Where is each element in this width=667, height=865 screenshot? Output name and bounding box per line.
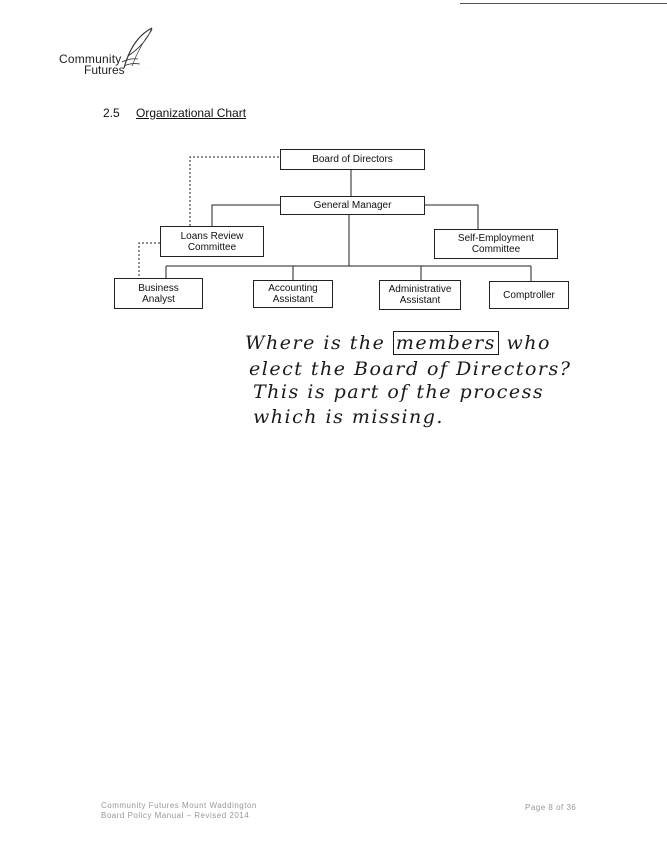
logo-futures: Futures xyxy=(84,63,125,77)
section-number: 2.5 xyxy=(103,106,120,120)
board-of-directors-box: Board of Directors xyxy=(280,149,425,170)
handwritten-note-line4: which is missing. xyxy=(253,406,444,428)
logo-tagline: · · · · · · xyxy=(126,66,154,72)
administrative-assistant-line2: Assistant xyxy=(399,295,441,306)
footer-manual: Board Policy Manual – Revised 2014 xyxy=(101,811,250,820)
footer-page-number: Page 8 of 36 xyxy=(525,803,577,812)
business-analyst-line2: Analyst xyxy=(142,293,175,305)
loans-review-line2: Committee xyxy=(187,241,237,253)
feather-swoosh-icon xyxy=(121,27,153,69)
comptroller-box: Comptroller xyxy=(489,281,569,309)
handwritten-note-line1: Where is the members who xyxy=(245,331,551,355)
section-title: Organizational Chart xyxy=(136,106,247,120)
note-line1-start: Where is the xyxy=(245,332,393,354)
note-boxed-members: members xyxy=(392,331,499,355)
footer-organization: Community Futures Mount Waddington xyxy=(101,801,257,810)
loans-review-line1: Loans Review xyxy=(180,230,244,242)
handwritten-note-line3: This is part of the process xyxy=(253,381,545,403)
self-employment-committee-box: Self-Employment Committee xyxy=(434,229,558,259)
business-analyst-line1: Business xyxy=(138,282,179,294)
general-manager-box: General Manager xyxy=(280,196,425,215)
comptroller-label: Comptroller xyxy=(503,289,555,301)
handwritten-note-line2: elect the Board of Directors? xyxy=(249,358,572,380)
section-heading: 2.5 Organizational Chart xyxy=(103,106,246,120)
accounting-assistant-line2: Assistant xyxy=(272,294,314,305)
self-employment-line1: Self-Employment xyxy=(457,233,535,244)
business-analyst-box: Business Analyst xyxy=(114,278,203,309)
board-of-directors-label: Board of Directors xyxy=(312,154,393,165)
self-employment-line2: Committee xyxy=(471,244,521,255)
accounting-assistant-line1: Accounting xyxy=(268,283,318,294)
accounting-assistant-box: Accounting Assistant xyxy=(253,280,333,308)
top-rule xyxy=(460,3,667,4)
logo-community: Community xyxy=(59,52,122,66)
loans-review-committee-box: Loans Review Committee xyxy=(160,226,264,257)
general-manager-label: General Manager xyxy=(313,200,392,211)
note-line1-end: who xyxy=(498,332,551,354)
administrative-assistant-line1: Administrative xyxy=(388,284,452,295)
administrative-assistant-box: Administrative Assistant xyxy=(379,280,461,310)
